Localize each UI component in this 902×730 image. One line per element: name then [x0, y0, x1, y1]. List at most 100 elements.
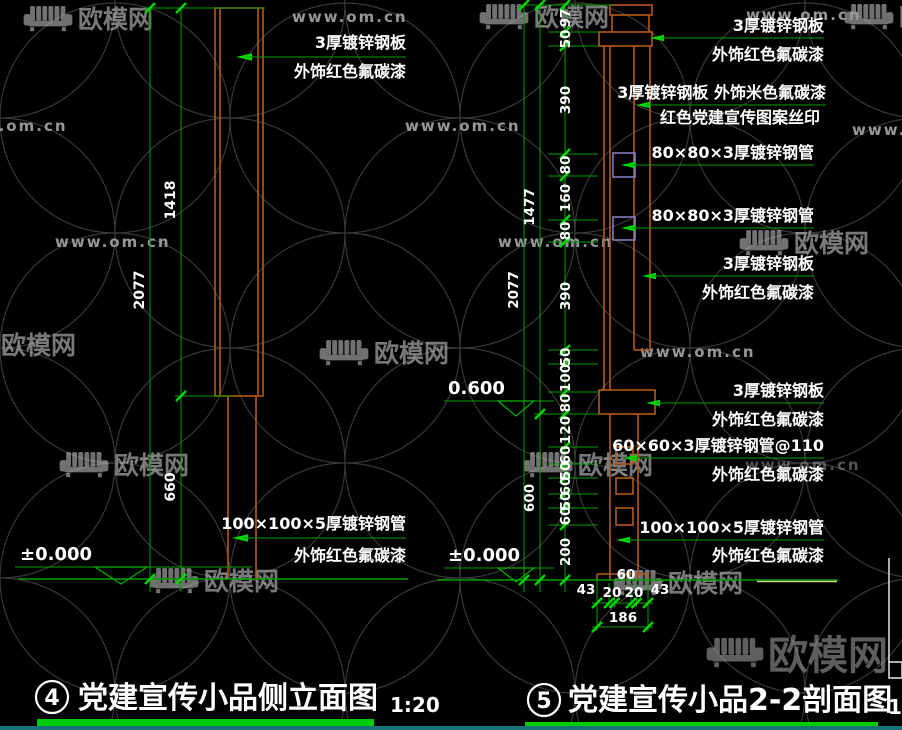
- watermarks: 欧模网 欧模网 欧模网 欧模网 欧模网 欧模网 欧模网 欧模网 欧模网 欧模网 …: [0, 3, 902, 679]
- leader-arrow: [236, 53, 252, 61]
- top-cap-plate: [609, 4, 653, 16]
- right-leader-7: 60×60×3厚镀锌钢管@110 外饰红色氟碳漆: [612, 436, 824, 484]
- right-title-text: 党建宣传小品2-2剖面图: [568, 683, 892, 718]
- watermark-brand-text: 欧模网: [374, 339, 449, 368]
- watermark-brand: 欧模网: [1, 331, 76, 360]
- right-title-scale: 1: [888, 695, 902, 719]
- right-dim-extension-lines: [548, 31, 598, 526]
- leader-arrow: [650, 34, 664, 42]
- leader-label: 外饰红色氟碳漆: [711, 45, 824, 64]
- right-leader-4: 80×80×3厚镀锌钢管: [621, 206, 814, 232]
- right-leader-5: 3厚镀锌钢板 外饰红色氟碳漆: [642, 254, 815, 302]
- title-underline-bar: [37, 719, 374, 726]
- leader-arrow: [616, 536, 630, 544]
- leader-arrow: [636, 101, 650, 109]
- dim-segment: 80: [558, 222, 574, 241]
- leader-label: 外饰红色氟碳漆: [293, 62, 406, 81]
- tube-60-section: [615, 477, 634, 495]
- sofa-icon: [706, 637, 764, 668]
- dim-upper-total: 1477: [522, 188, 538, 226]
- dim-segment: 200: [558, 538, 574, 566]
- watermark-brand-text: 欧模网: [204, 567, 279, 596]
- dim-segment: 50: [558, 462, 574, 481]
- right-leader-8: 100×100×5厚镀锌钢管 外饰红色氟碳漆: [616, 518, 824, 565]
- watermark-brand-text: 欧模网: [794, 229, 869, 258]
- left-structure-outline: [214, 7, 264, 579]
- watermark-url: www.om.cn: [405, 117, 521, 135]
- leader-label: 60×60×3厚镀锌钢管@110: [612, 436, 824, 455]
- dim-segment: 97: [558, 9, 574, 28]
- dim-segment: 390: [558, 282, 574, 310]
- sofa-icon: [739, 230, 789, 256]
- leader-label: 3厚镀锌钢板: [315, 33, 407, 52]
- right-leader-2: 3厚镀锌钢板 外饰米色氟碳漆 红色党建宣传图案丝印: [617, 83, 826, 127]
- leader-arrow: [232, 534, 248, 542]
- watermark-brand-large: 欧模网: [706, 633, 888, 679]
- sofa-icon: [149, 568, 199, 594]
- left-title-scale: 1:20: [390, 693, 440, 717]
- leader-arrow: [623, 454, 637, 462]
- base-dimensions: 60 43 20 20 43 186: [577, 567, 669, 633]
- dim-base-segment: 20: [625, 585, 644, 601]
- leader-label: 100×100×5厚镀锌钢管: [221, 514, 406, 533]
- leader-label: 红色党建宣传图案丝印: [660, 108, 820, 127]
- level-top-text: 0.600: [448, 378, 505, 399]
- left-dim-ticks: [144, 2, 187, 585]
- title-underline-bar: [525, 722, 878, 728]
- watermark-brand: 欧模网: [613, 569, 743, 598]
- dim-segment: 390: [558, 86, 574, 114]
- mid-plate: [598, 389, 656, 415]
- tube-60-section: [615, 446, 634, 465]
- watermark-brand-text: 欧模网: [78, 5, 153, 34]
- watermark-brand: 欧模网: [59, 451, 189, 480]
- sofa-icon: [59, 452, 109, 478]
- bottom-edge-bar: [0, 726, 902, 730]
- sofa-icon: [23, 6, 73, 32]
- sofa-icon: [319, 340, 369, 366]
- leader-label: 3厚镀锌钢板: [723, 254, 815, 273]
- title-number-circle: [34, 679, 70, 715]
- left-dimension-lines: 2077 1418 660: [132, 2, 265, 592]
- watermark-url: www.om.cn: [55, 233, 171, 251]
- watermark-brand-text: 欧模网: [114, 451, 189, 480]
- watermark-brand-text: 欧模网: [1, 331, 76, 360]
- dim-segment: 60: [558, 446, 574, 465]
- watermark-brand: 欧模网: [23, 5, 153, 34]
- level-zero-text: ±0.000: [448, 545, 520, 566]
- dim-post-height: 660: [163, 472, 179, 501]
- dim-segment: 50: [558, 492, 574, 511]
- leader-label: 3厚镀锌钢板: [733, 381, 825, 400]
- right-leader-1: 3厚镀锌钢板 外饰红色氟碳漆: [650, 16, 825, 64]
- watermark-url: www.om.cn: [852, 121, 902, 139]
- right-dim-ticks: [518, 0, 571, 586]
- dim-segment: 80: [558, 394, 574, 413]
- watermark-url: www.om.cn: [0, 117, 68, 135]
- watermark-brand: 欧模网: [319, 339, 449, 368]
- title-number: 4: [44, 686, 59, 711]
- leader-label: 外饰红色氟碳漆: [701, 283, 814, 302]
- watermark-brand: 欧模网: [739, 229, 869, 258]
- left-title-block: 4 党建宣传小品侧立面图 1:20: [34, 679, 440, 726]
- right-dimension-lines: 2077 1477 600 97 50 390 80 160 80 390 50…: [506, 0, 612, 592]
- watermark-brand-text: 欧模网: [534, 3, 609, 32]
- leader-label: 3厚镀锌钢板 外饰米色氟碳漆: [617, 83, 826, 102]
- dim-segment: 80: [558, 156, 574, 175]
- left-elevation-drawing: 2077 1418 660 ±0.000 3厚镀锌钢板 外饰红色氟碳漆 100×…: [15, 2, 408, 592]
- leader-arrow: [621, 161, 635, 169]
- dim-segment: 120: [558, 416, 574, 444]
- leader-label: 3厚镀锌钢板: [733, 16, 825, 35]
- base-dim-ticks: [591, 597, 654, 633]
- frame-fragment: [888, 558, 902, 679]
- dim-segment: 60: [558, 507, 574, 526]
- leader-label: 外饰红色氟碳漆: [711, 465, 824, 484]
- dim-total-height: 2077: [132, 271, 148, 310]
- watermark-url: www.om.cn: [640, 343, 756, 361]
- leader-label: 80×80×3厚镀锌钢管: [652, 206, 814, 225]
- leader-arrow: [642, 272, 656, 280]
- title-number: 5: [536, 689, 551, 714]
- leader-label: 外饰红色氟碳漆: [711, 546, 824, 565]
- dim-base-segment: 43: [577, 582, 596, 598]
